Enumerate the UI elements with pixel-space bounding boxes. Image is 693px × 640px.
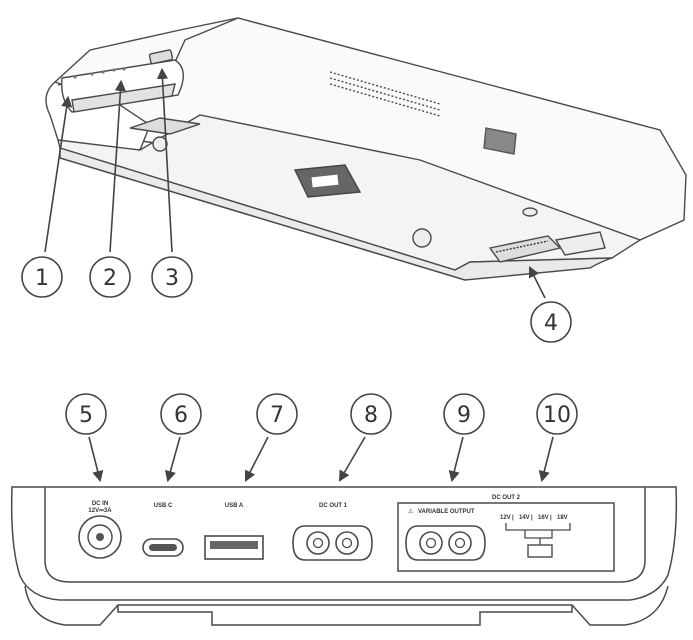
callout-7: 7 [256,393,298,435]
svg-text:9: 9 [457,403,471,428]
callout-1: 1 [21,256,63,298]
svg-text:7: 7 [270,403,284,428]
dc-in-rating: 12V⎓3A [88,508,112,514]
callout-10: 10 [536,393,578,435]
callout-2: 2 [89,256,131,298]
usb-a-label: USB A [225,503,244,509]
voltage-14v: 14V [519,515,530,521]
callout-6: 6 [160,393,202,435]
callout-arrows-top [44,67,546,299]
warning-icon: ⚠ [408,508,414,515]
callout-8: 8 [350,393,392,435]
callout-arrows-bottom [88,436,554,483]
battery-underside-view [45,17,687,281]
voltage-18v: 18V [557,515,568,521]
dc-out-2-label: DC OUT 2 [492,495,521,501]
svg-text:|: | [531,515,533,521]
svg-text:5: 5 [79,403,93,428]
usb-a-port: USB A [204,503,264,560]
usb-c-label: USB C [154,503,173,509]
svg-text:1: 1 [35,266,49,291]
voltage-12v: 12V [500,515,511,521]
dc-out-2-panel: DC OUT 2 ⚠ VARIABLE OUTPUT 12V | 14V | 1… [397,495,615,572]
callout-5: 5 [65,393,107,435]
svg-text:4: 4 [544,311,558,336]
svg-text:6: 6 [174,403,188,428]
callout-3: 3 [151,256,193,298]
usb-c-port: USB C [142,503,184,557]
dc-in-port: DC IN 12V⎓3A [78,501,122,559]
svg-text:10: 10 [543,403,571,428]
dc-out-1-port: DC OUT 1 [292,503,373,561]
svg-text:8: 8 [364,403,378,428]
svg-text:|: | [550,515,552,521]
dc-in-label: DC IN [92,501,108,507]
callout-4: 4 [530,301,572,343]
dc-out-1-label: DC OUT 1 [319,503,348,509]
svg-text:3: 3 [165,266,179,291]
variable-output-label: VARIABLE OUTPUT [418,509,475,515]
voltage-16v: 16V [538,515,549,521]
voltage-selector-switch [527,544,553,558]
callout-9: 9 [443,393,485,435]
svg-text:|: | [512,515,514,521]
svg-text:2: 2 [103,266,117,291]
